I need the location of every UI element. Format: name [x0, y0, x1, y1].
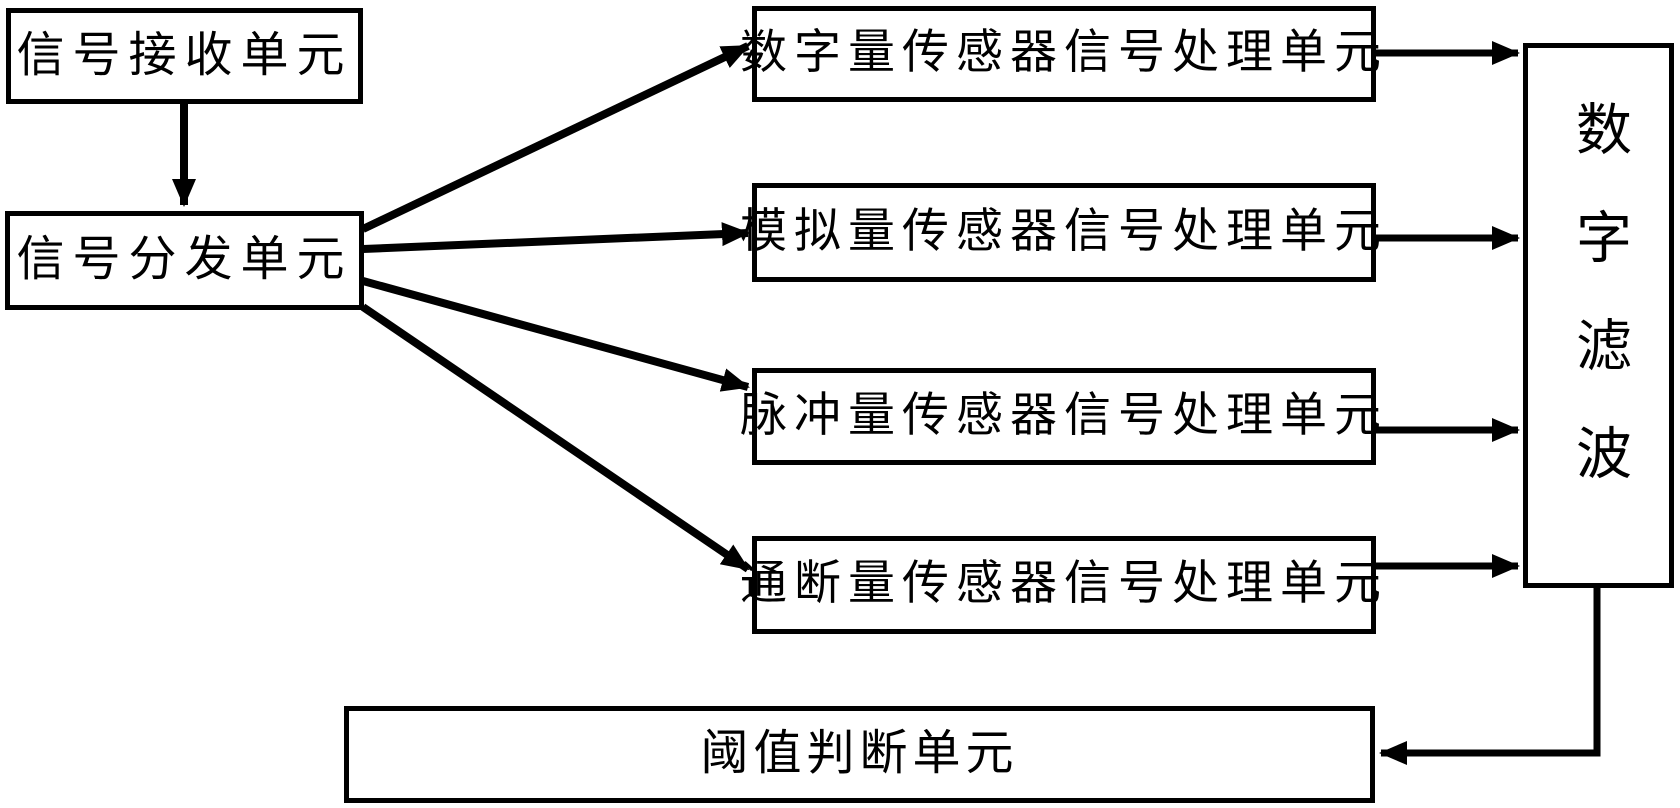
- edge-distribute-to-proc-pulse: [361, 277, 750, 392]
- node-signal-receive-unit: 信号接收单元: [6, 8, 363, 104]
- node-digital-sensor-processing-unit: 数字量传感器信号处理单元: [740, 6, 1381, 102]
- node-threshold-judgment-label: 阈值判断单元: [700, 727, 1019, 781]
- node-signal-distribute-unit: 信号分发单元: [5, 211, 364, 310]
- edge-distribute-to-proc-analog: [362, 222, 750, 253]
- node-analog-sensor-processing-unit: 模拟量传感器信号处理单元: [740, 183, 1381, 282]
- node-onoff-sensor-processing-label: 通断量传感器信号处理单元: [740, 558, 1388, 611]
- node-signal-distribute-label: 信号分发单元: [16, 233, 353, 287]
- node-digital-filter-label: 数字滤波: [1567, 99, 1630, 532]
- node-signal-receive-label: 信号接收单元: [16, 28, 353, 82]
- node-threshold-judgment-unit: 阈值判断单元: [344, 706, 1375, 803]
- edge-distribute-to-proc-onoff: [360, 303, 751, 573]
- edge-filter-to-threshold: [1379, 588, 1601, 765]
- node-pulse-sensor-processing-label: 脉冲量传感器信号处理单元: [740, 389, 1388, 442]
- node-analog-sensor-processing-label: 模拟量传感器信号处理单元: [740, 205, 1388, 258]
- edge-distribute-to-proc-digital: [361, 42, 750, 233]
- node-onoff-sensor-processing-unit: 通断量传感器信号处理单元: [740, 536, 1381, 634]
- node-digital-sensor-processing-label: 数字量传感器信号处理单元: [740, 27, 1388, 80]
- node-digital-filter: 数字滤波: [1523, 43, 1674, 588]
- node-pulse-sensor-processing-unit: 脉冲量传感器信号处理单元: [740, 368, 1381, 465]
